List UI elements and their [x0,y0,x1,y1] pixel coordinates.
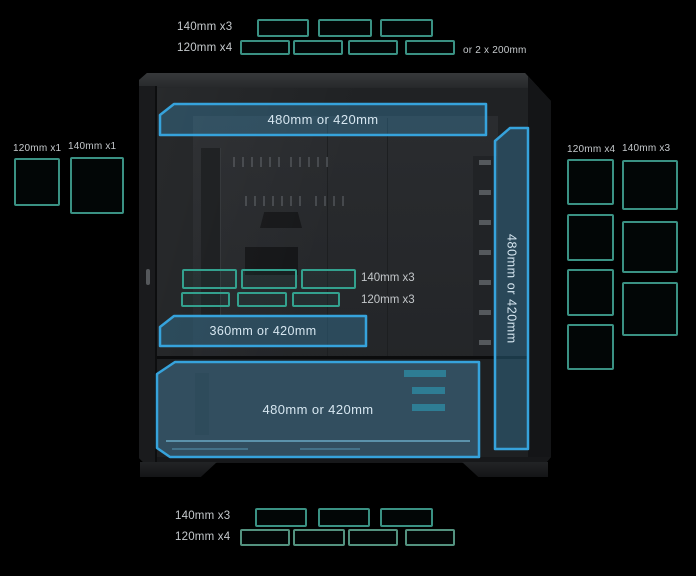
bottom-fan-slot-140 [255,508,307,527]
tray-seam [327,118,328,368]
case-foot-left [140,462,217,477]
left-fan-slot-120 [14,158,60,206]
tray-seam [387,118,388,368]
fan-rail-ticks [315,196,351,206]
top-fan-slot-140 [318,19,372,37]
bottom-140mm-label: 140mm x3 [175,510,231,522]
top-120mm-label: 120mm x4 [177,42,233,54]
top-140mm-label: 140mm x3 [177,21,233,33]
right-140mm-label: 140mm x3 [622,143,671,154]
right-fan-slot-140 [622,282,678,336]
psu-shroud-divider [157,356,528,359]
bottom-fan-slot-140 [380,508,433,527]
bottom-fan-slot-120 [348,529,398,546]
mid-radiator-label: 360mm or 420mm [209,324,317,338]
top-fan-slot-140 [380,19,433,37]
top-fan-slot-120 [405,40,455,55]
top-radiator-label: 480mm or 420mm [267,112,379,127]
mid-fan-slot-140 [182,269,237,289]
top-fan-slot-120 [348,40,398,55]
case-foot-right [462,462,548,477]
bottom-radiator-label: 480mm or 420mm [262,402,374,417]
mid-fan-slot-120 [292,292,340,307]
mid-fan-row-120-label: 120mm x3 [361,294,415,306]
left-140mm-label: 140mm x1 [68,141,117,152]
right-120mm-label: 120mm x4 [567,144,616,155]
mid-fan-slot-140 [301,269,356,289]
case-top-panel [139,73,551,88]
right-fan-slot-120 [567,159,614,205]
top-fan-slot-120 [240,40,290,55]
mid-fan-slot-140 [241,269,297,289]
bottom-fan-slot-140 [318,508,370,527]
right-fan-slot-140 [622,160,678,210]
fan-rail-ticks [245,196,303,206]
fan-rail-ticks [233,157,281,167]
case-rear-panel [528,73,551,463]
right-fan-slot-120 [567,324,614,370]
top-200mm-note: or 2 x 200mm [463,45,527,56]
bottom-120mm-label: 120mm x4 [175,531,231,543]
mid-fan-row-140-label: 140mm x3 [361,272,415,284]
top-fan-slot-120 [293,40,343,55]
front-fan-column [201,148,221,315]
cable-grommet [260,212,302,228]
bottom-fan-slot-120 [240,529,290,546]
right-fan-slot-120 [567,214,614,261]
bottom-fan-slot-120 [405,529,455,546]
case-bottom-edge [139,457,551,463]
right-fan-slot-120 [567,269,614,316]
fan-rail-ticks [290,157,334,167]
left-fan-slot-140 [70,157,124,214]
mid-fan-slot-120 [181,292,230,307]
front-vent-slot [146,269,150,285]
top-fan-slot-140 [257,19,309,37]
mid-fan-slot-120 [237,292,287,307]
rear-radiator-label: 480mm or 420mm [495,128,528,449]
right-fan-slot-140 [622,221,678,273]
cable-clip-column [473,156,497,368]
rear-radiator-label-text: 480mm or 420mm [504,233,519,344]
bottom-fan-slot-120 [293,529,345,546]
left-120mm-label: 120mm x1 [13,143,62,154]
